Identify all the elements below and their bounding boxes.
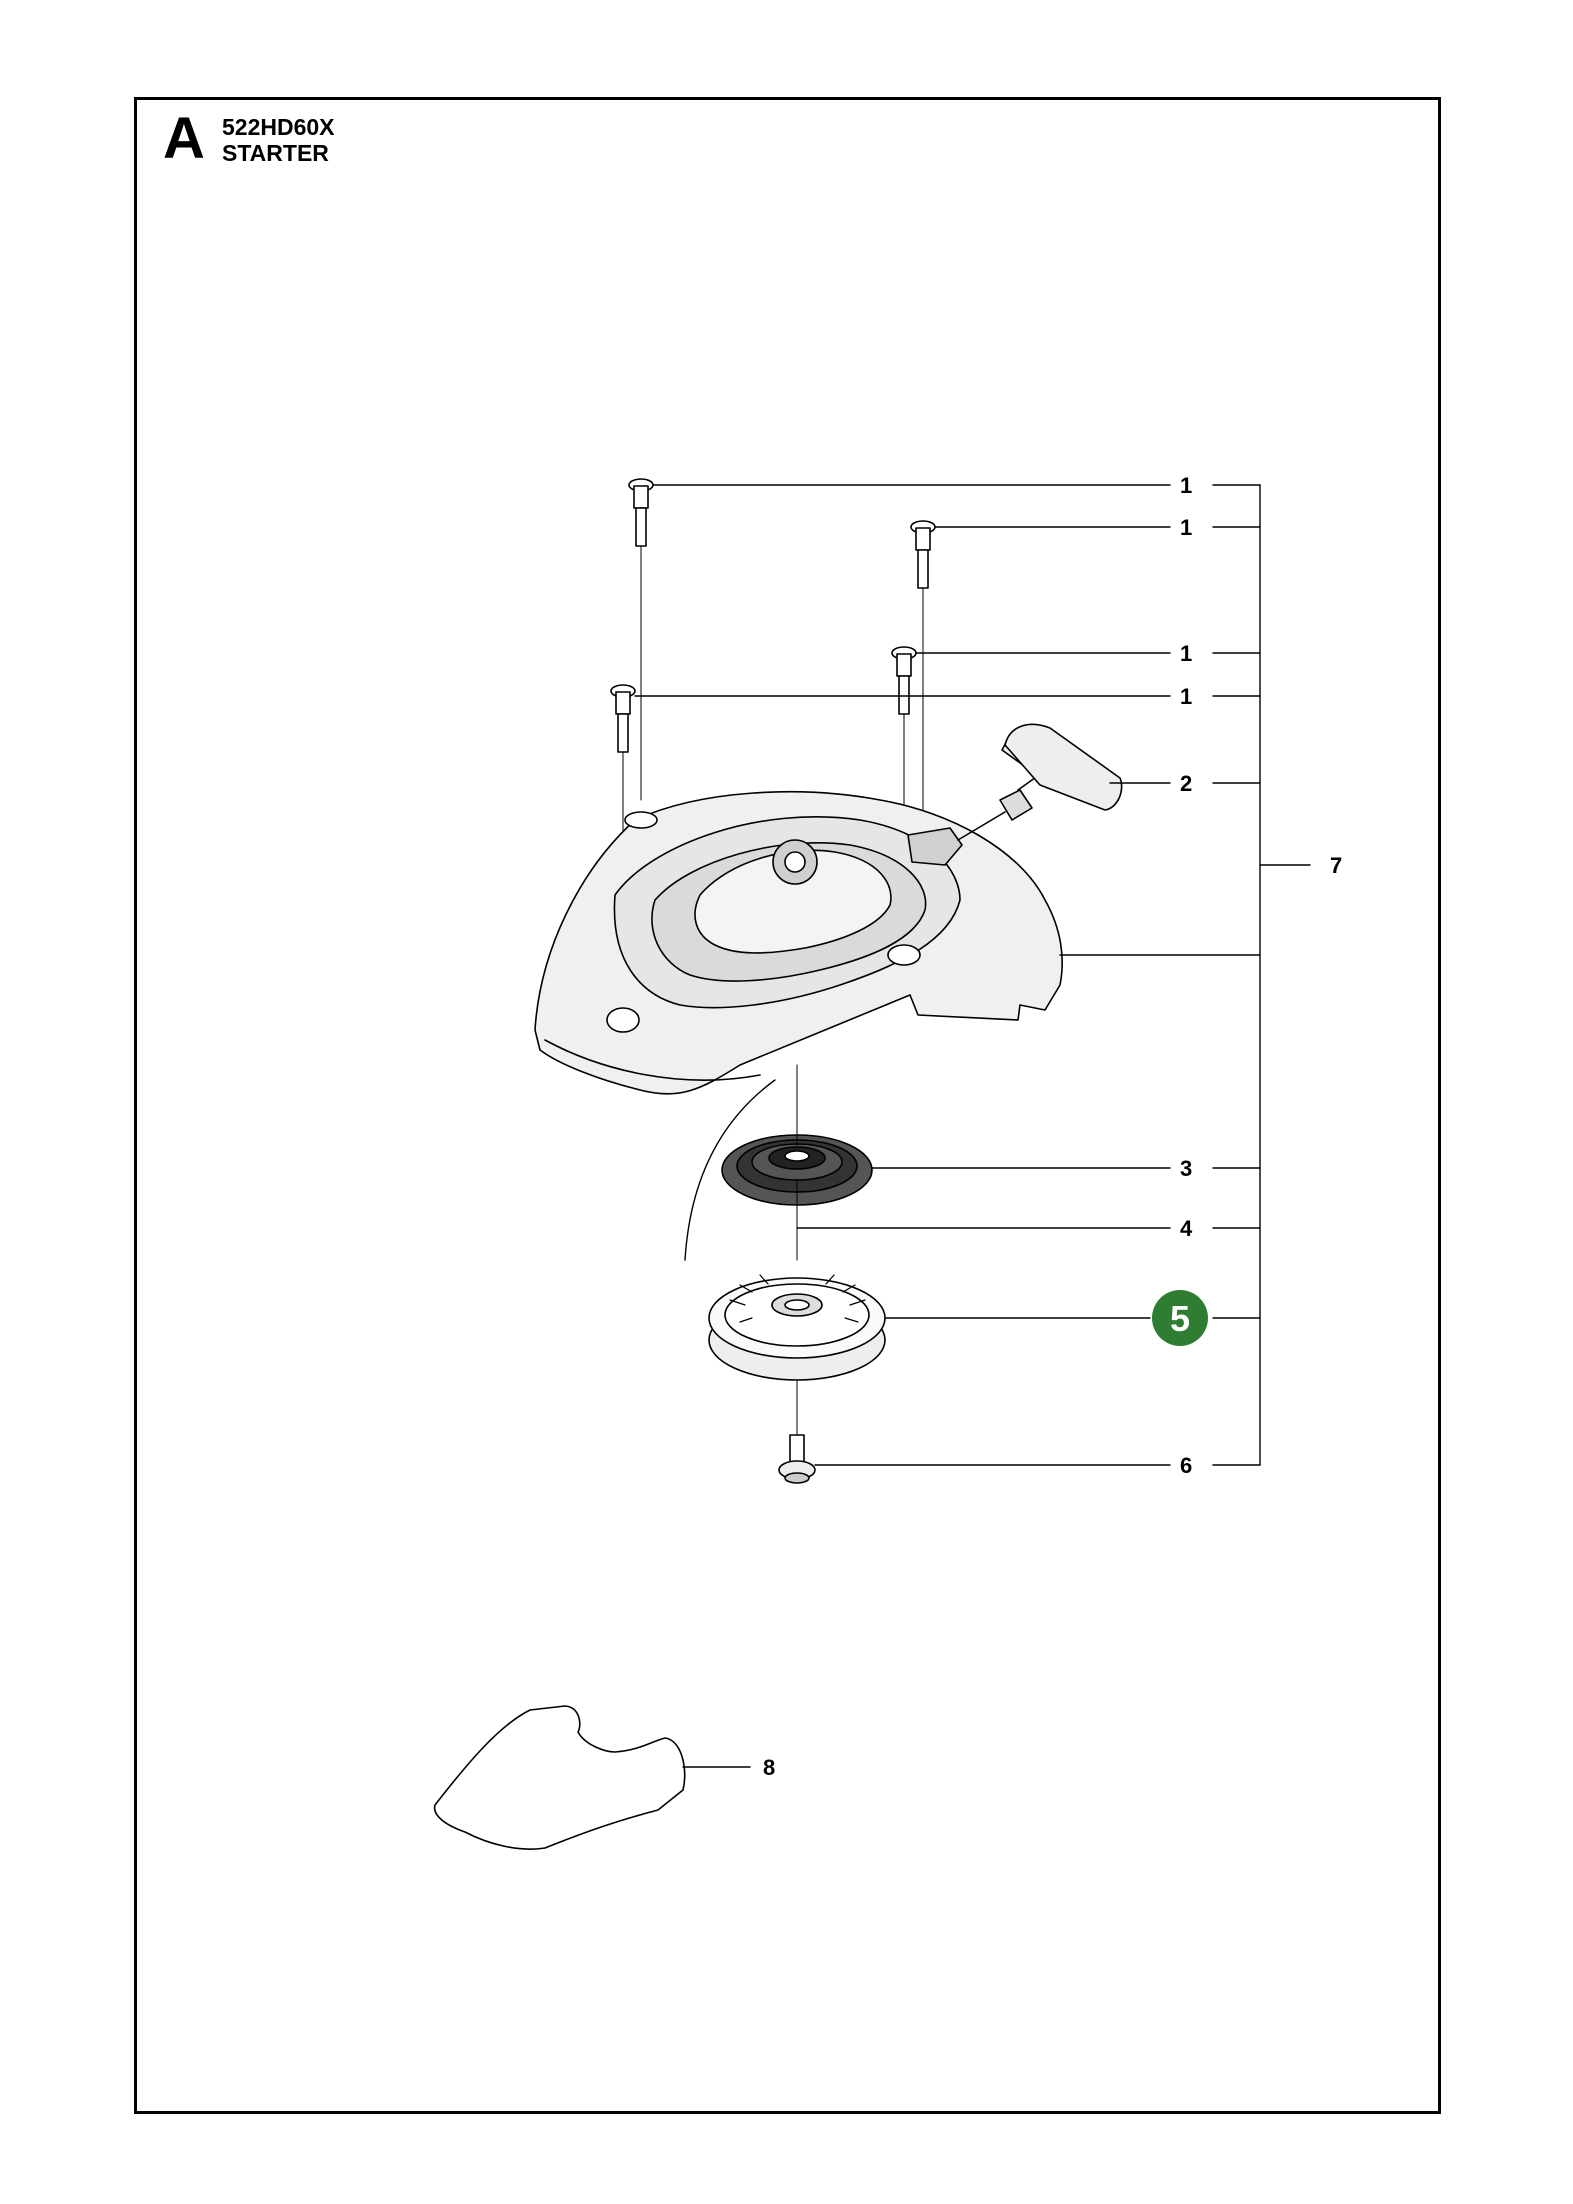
callout-5[interactable]: 5 [1170, 1298, 1190, 1339]
callout-7[interactable]: 7 [1330, 853, 1342, 878]
section-letter: A [163, 106, 205, 171]
center-screw[interactable] [778, 1434, 816, 1484]
callout-8[interactable]: 8 [763, 1755, 775, 1780]
starter-handle[interactable] [957, 723, 1123, 841]
callout-6[interactable]: 6 [1180, 1453, 1192, 1478]
screw-part-1a[interactable] [628, 478, 654, 801]
callout-1[interactable]: 1 [1180, 684, 1192, 709]
screw-part-1b[interactable] [910, 520, 936, 836]
callout-5-highlight[interactable]: 5 [1152, 1290, 1208, 1346]
callout-labels: 1 1 1 1 2 7 3 4 5 6 8 [763, 473, 1342, 1780]
callout-1[interactable]: 1 [1180, 641, 1192, 666]
model-number: 522HD60X [222, 114, 335, 140]
callout-1[interactable]: 1 [1180, 473, 1192, 498]
screw-part-1d[interactable] [610, 684, 636, 1021]
callout-2[interactable]: 2 [1180, 771, 1192, 796]
starter-housing[interactable] [534, 791, 1063, 1095]
highlight-circle [1152, 1290, 1208, 1346]
leader-lines [634, 484, 1311, 1768]
diagram-title: STARTER [222, 140, 329, 166]
page-frame [134, 97, 1441, 2114]
starter-pulley[interactable] [708, 1274, 886, 1436]
recoil-spring[interactable] [721, 1064, 873, 1261]
callout-4[interactable]: 4 [1180, 1216, 1193, 1241]
callout-3[interactable]: 3 [1180, 1156, 1192, 1181]
callout-1[interactable]: 1 [1180, 515, 1192, 540]
decal-part-8[interactable] [433, 1705, 686, 1850]
